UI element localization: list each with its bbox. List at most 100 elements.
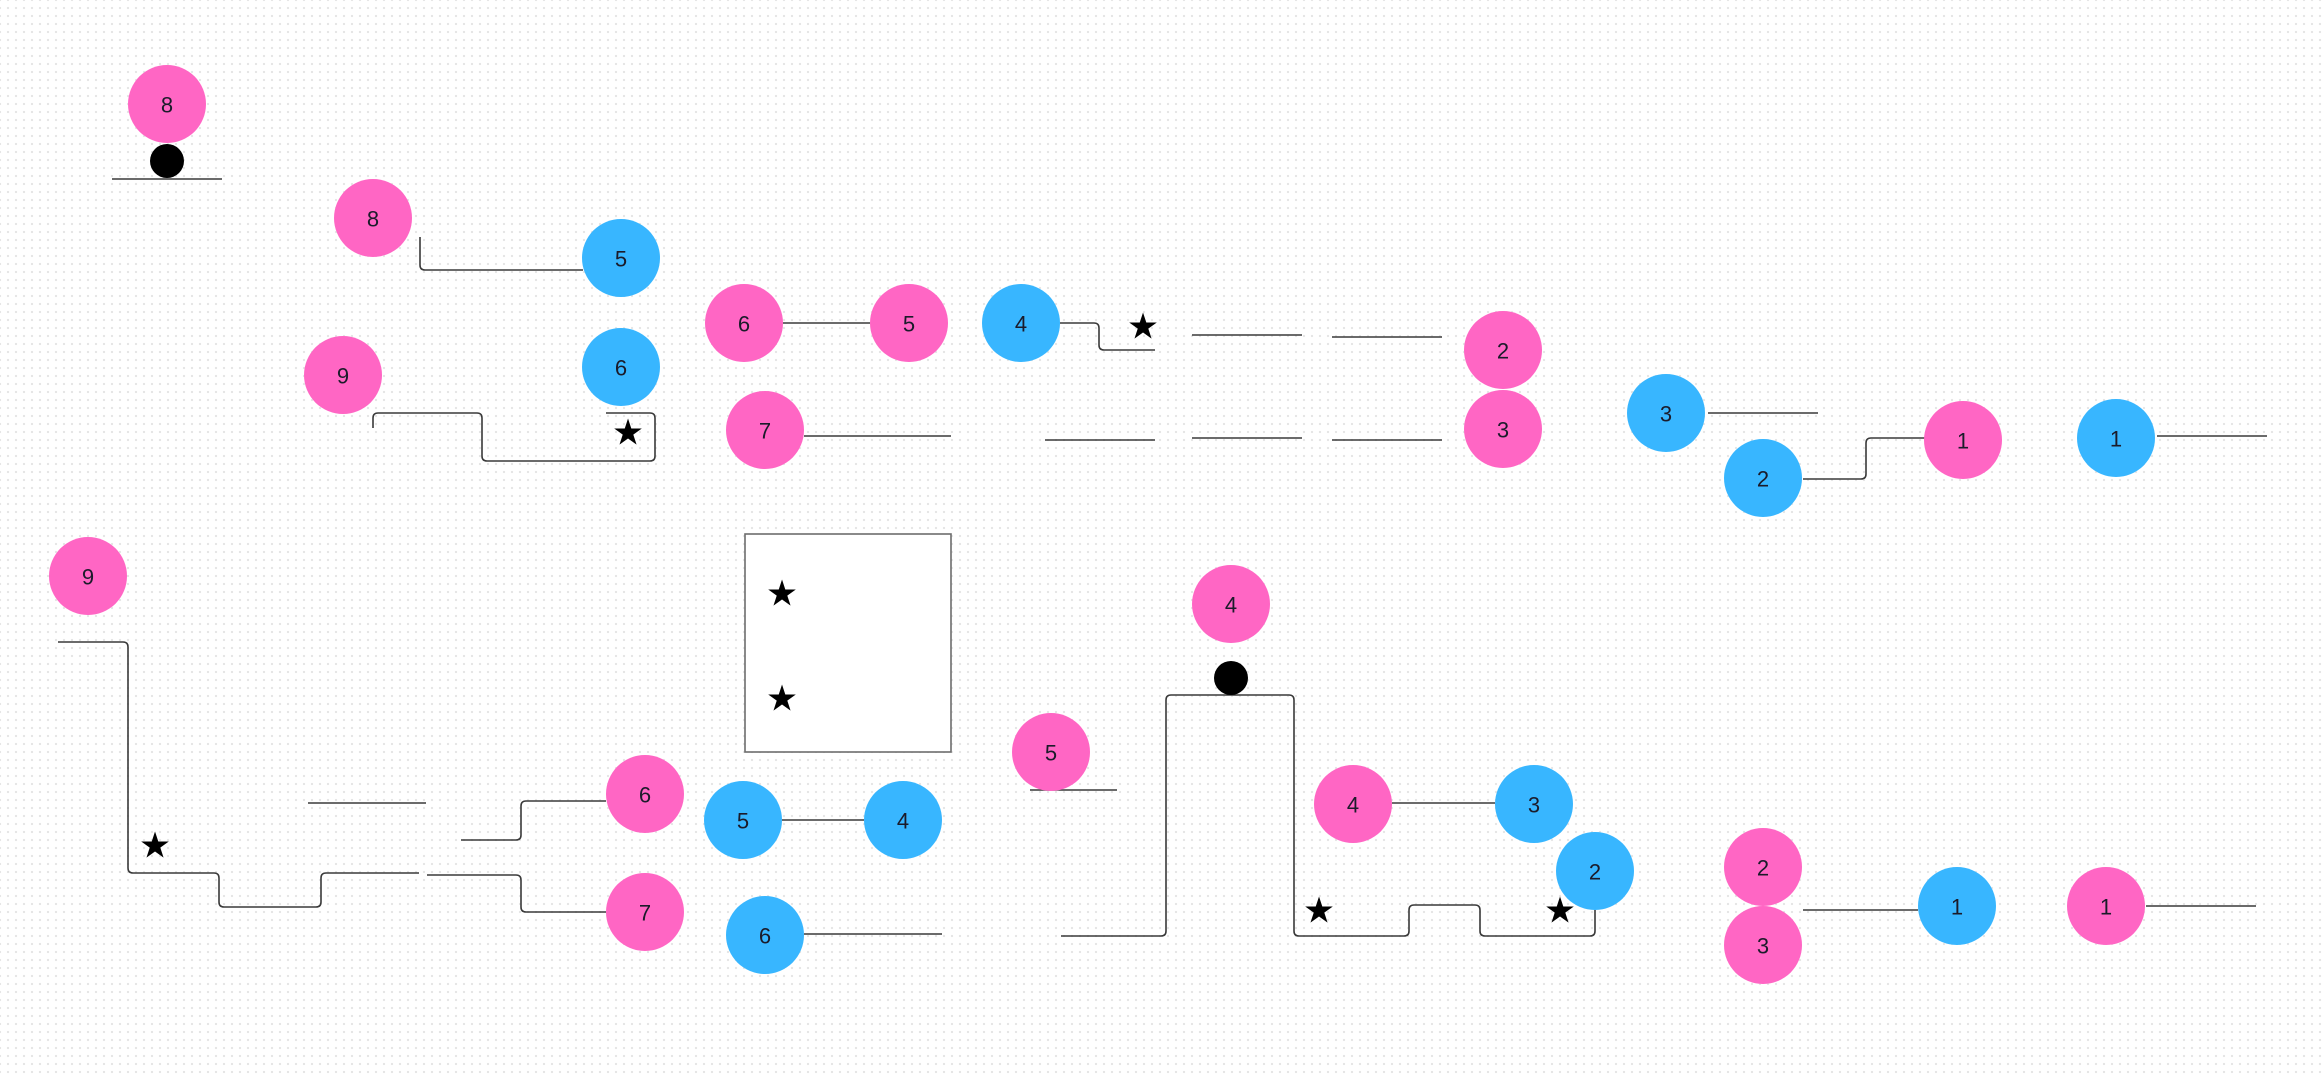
blue-node-2[interactable]: 2 (1724, 439, 1802, 517)
connector-line[interactable] (461, 800, 606, 841)
pink-circle[interactable] (1464, 390, 1542, 468)
frame-box[interactable] (744, 533, 952, 753)
pink-node-7[interactable]: 7 (726, 391, 804, 469)
blue-circle[interactable] (704, 781, 782, 859)
blue-node-2[interactable]: 2 (1556, 832, 1634, 910)
blue-node-5[interactable]: 5 (582, 219, 660, 297)
node-label: 8 (161, 93, 173, 118)
pink-circle[interactable] (705, 284, 783, 362)
node-label: 3 (1528, 793, 1540, 818)
star-icon[interactable]: ★ (1127, 307, 1159, 348)
node-label: 5 (737, 809, 749, 834)
connector-line[interactable] (1061, 694, 1596, 937)
star-icon[interactable]: ★ (139, 826, 171, 867)
blue-node-4[interactable]: 4 (982, 284, 1060, 362)
pink-node-9[interactable]: 9 (304, 336, 382, 414)
pink-circle[interactable] (49, 537, 127, 615)
node-label: 4 (897, 809, 909, 834)
star-icon[interactable]: ★ (612, 413, 644, 454)
blue-circle[interactable] (982, 284, 1060, 362)
connectors-layer (58, 178, 2267, 937)
node-label: 3 (1660, 402, 1672, 427)
blue-node-5[interactable]: 5 (704, 781, 782, 859)
blue-node-6[interactable]: 6 (582, 328, 660, 406)
connector-line[interactable] (58, 641, 419, 908)
node-label: 6 (738, 312, 750, 337)
node-label: 4 (1347, 793, 1359, 818)
star-icon[interactable]: ★ (1544, 891, 1576, 932)
star-icon[interactable]: ★ (766, 574, 798, 615)
blue-circle[interactable] (1495, 765, 1573, 843)
pink-circle[interactable] (1192, 565, 1270, 643)
pink-node-6[interactable]: 6 (705, 284, 783, 362)
blue-circle[interactable] (864, 781, 942, 859)
black-dot[interactable] (1214, 661, 1248, 695)
pink-circle[interactable] (1724, 906, 1802, 984)
node-label: 7 (759, 419, 771, 444)
pink-circle[interactable] (1012, 713, 1090, 791)
pink-circle[interactable] (1724, 828, 1802, 906)
blue-circle[interactable] (582, 328, 660, 406)
node-label: 2 (1497, 339, 1509, 364)
pink-circle[interactable] (128, 65, 206, 143)
pink-circle[interactable] (606, 873, 684, 951)
blue-circle[interactable] (582, 219, 660, 297)
pink-node-6[interactable]: 6 (606, 755, 684, 833)
blue-circle[interactable] (1627, 374, 1705, 452)
pink-node-7[interactable]: 7 (606, 873, 684, 951)
pink-circle[interactable] (2067, 867, 2145, 945)
pink-node-9[interactable]: 9 (49, 537, 127, 615)
node-label: 1 (1957, 429, 1969, 454)
node-label: 5 (615, 247, 627, 272)
blue-circle[interactable] (2077, 399, 2155, 477)
connector-line[interactable] (419, 237, 583, 271)
blue-node-1[interactable]: 1 (1918, 867, 1996, 945)
blue-node-3[interactable]: 3 (1495, 765, 1573, 843)
pink-node-4[interactable]: 4 (1192, 565, 1270, 643)
pink-node-5[interactable]: 5 (870, 284, 948, 362)
pink-circle[interactable] (1924, 401, 2002, 479)
blue-node-4[interactable]: 4 (864, 781, 942, 859)
blue-circle[interactable] (1556, 832, 1634, 910)
blue-node-6[interactable]: 6 (726, 896, 804, 974)
blue-node-3[interactable]: 3 (1627, 374, 1705, 452)
node-label: 8 (367, 207, 379, 232)
blue-circle[interactable] (1918, 867, 1996, 945)
pink-circle[interactable] (1314, 765, 1392, 843)
connector-line[interactable] (1060, 322, 1155, 351)
connector-line[interactable] (1803, 437, 1925, 480)
pink-node-3[interactable]: 3 (1724, 906, 1802, 984)
pink-circle[interactable] (606, 755, 684, 833)
black-dot[interactable] (150, 144, 184, 178)
pink-circle[interactable] (726, 391, 804, 469)
node-label: 7 (639, 901, 651, 926)
pink-circle[interactable] (334, 179, 412, 257)
blue-node-1[interactable]: 1 (2077, 399, 2155, 477)
pink-node-8[interactable]: 8 (334, 179, 412, 257)
pink-node-2[interactable]: 2 (1464, 311, 1542, 389)
node-label: 9 (82, 565, 94, 590)
blue-circle[interactable] (1724, 439, 1802, 517)
connector-line[interactable] (372, 412, 656, 462)
node-label: 2 (1757, 467, 1769, 492)
pink-node-4[interactable]: 4 (1314, 765, 1392, 843)
node-label: 1 (2100, 895, 2112, 920)
star-icon[interactable]: ★ (1303, 891, 1335, 932)
pink-circle[interactable] (1464, 311, 1542, 389)
pink-circle[interactable] (304, 336, 382, 414)
node-label: 2 (1589, 860, 1601, 885)
pink-node-8[interactable]: 8 (128, 65, 206, 143)
pink-node-1[interactable]: 1 (2067, 867, 2145, 945)
star-icon[interactable]: ★ (766, 679, 798, 720)
pink-node-2[interactable]: 2 (1724, 828, 1802, 906)
node-label: 3 (1757, 934, 1769, 959)
blue-circle[interactable] (726, 896, 804, 974)
pink-node-5[interactable]: 5 (1012, 713, 1090, 791)
pink-node-1[interactable]: 1 (1924, 401, 2002, 479)
pink-circle[interactable] (870, 284, 948, 362)
connector-line[interactable] (427, 874, 606, 913)
pink-node-3[interactable]: 3 (1464, 390, 1542, 468)
node-label: 9 (337, 364, 349, 389)
